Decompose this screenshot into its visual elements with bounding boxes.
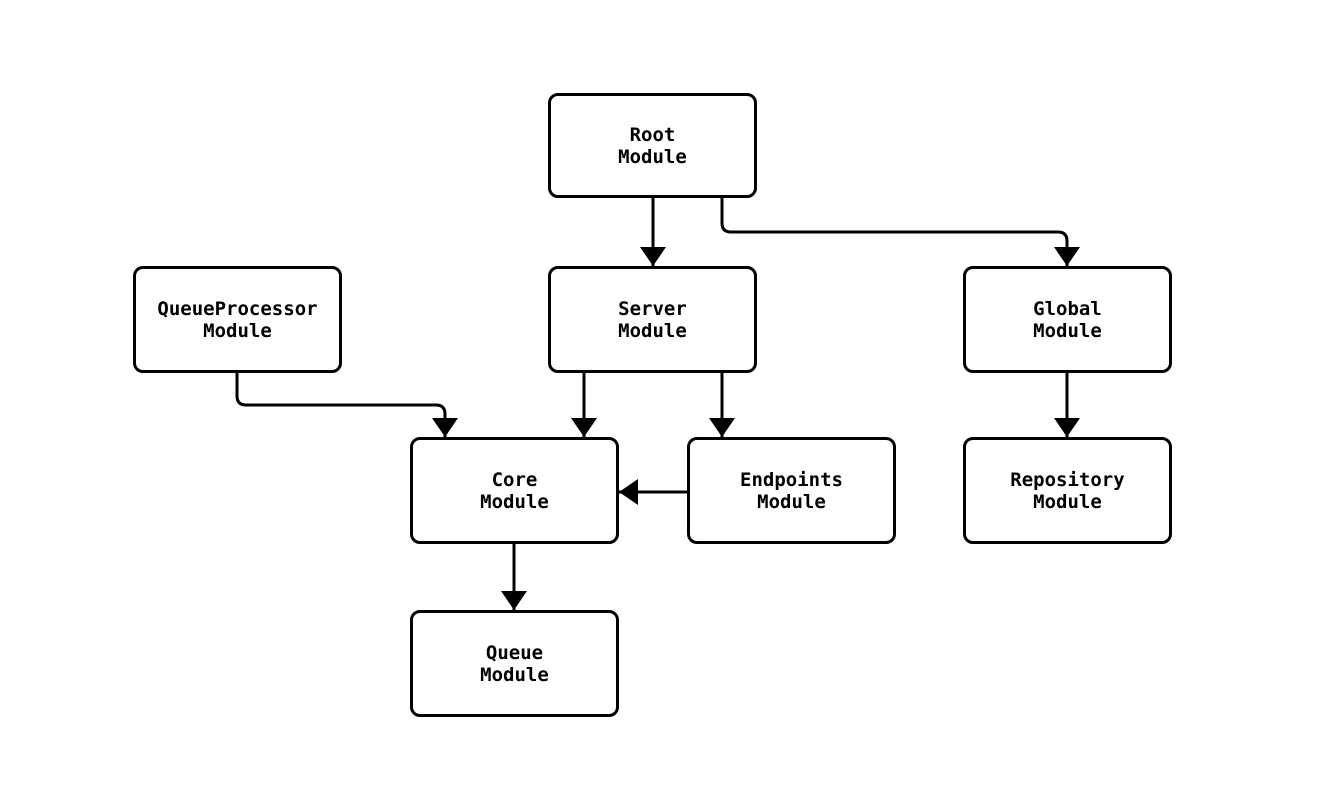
node-label-line: Module [618, 145, 687, 168]
node-label-line: Core [491, 468, 538, 491]
node-server-module: Server Module [548, 266, 757, 373]
node-label-line: Global [1033, 297, 1102, 320]
node-label-line: Endpoints [740, 468, 843, 491]
node-queue-module: Queue Module [410, 610, 619, 717]
node-queueprocessor-module: QueueProcessor Module [133, 266, 342, 373]
node-root-module: Root Module [548, 93, 757, 198]
edge-queueprocessor-to-core [235, 373, 458, 437]
node-label-line: Root [629, 123, 676, 146]
edge-root-to-global [720, 198, 1080, 266]
node-label-line: Module [203, 319, 272, 342]
node-core-module: Core Module [410, 437, 619, 544]
node-global-module: Global Module [963, 266, 1172, 373]
node-label-line: Module [757, 490, 826, 513]
node-repository-module: Repository Module [963, 437, 1172, 544]
node-label-line: Repository [1010, 468, 1125, 491]
node-label-line: Module [1033, 490, 1102, 513]
node-label-line: Module [618, 319, 687, 342]
node-label-line: QueueProcessor [157, 297, 318, 320]
node-label-line: Queue [485, 641, 544, 664]
node-label-line: Module [480, 663, 549, 686]
node-label-line: Module [1033, 319, 1102, 342]
node-endpoints-module: Endpoints Module [687, 437, 896, 544]
node-label-line: Server [618, 297, 687, 320]
node-label-line: Module [480, 490, 549, 513]
